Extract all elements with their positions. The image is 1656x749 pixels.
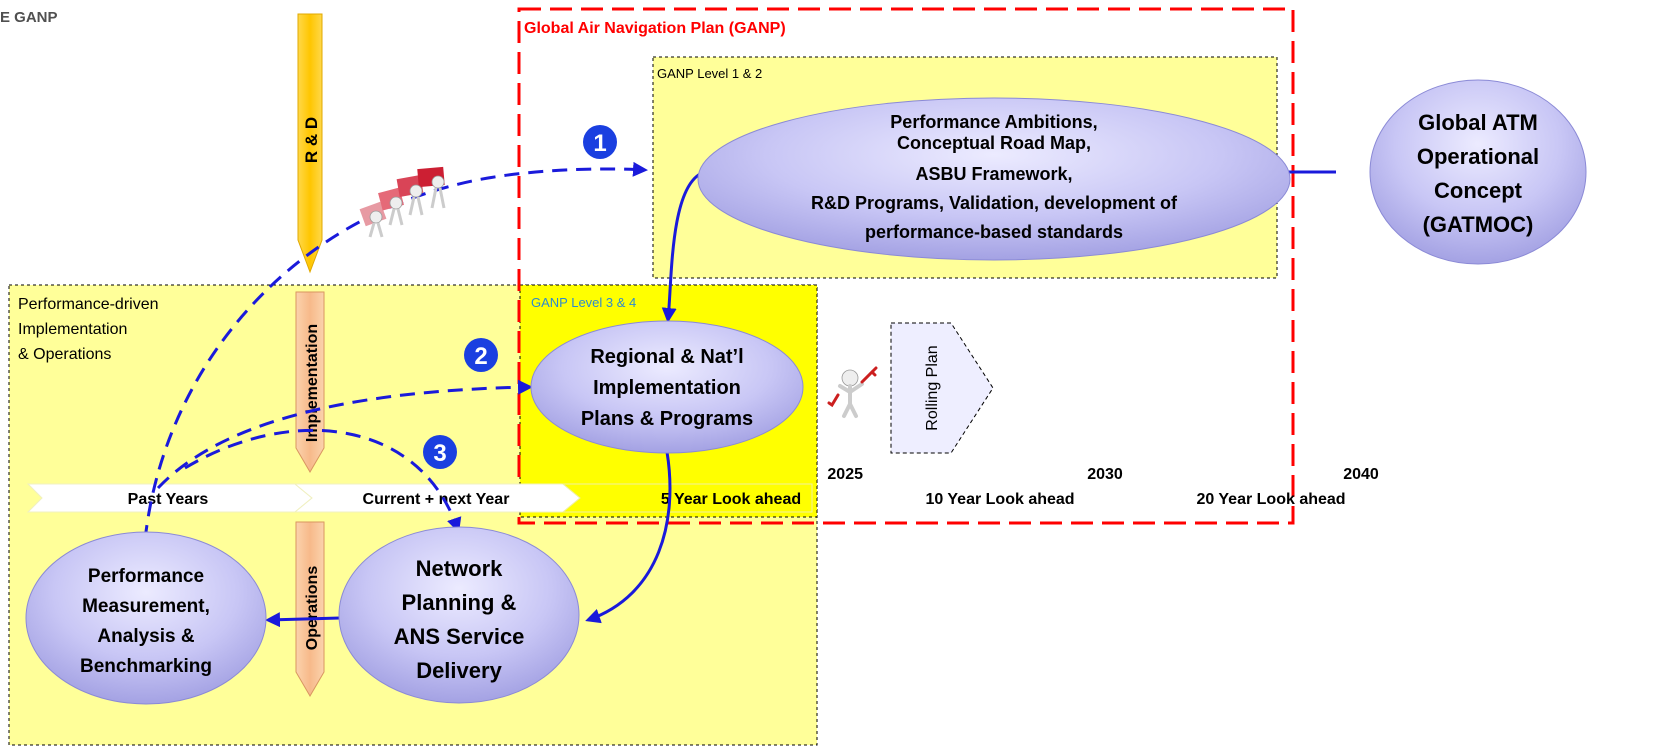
ganp-level-34-label: GANP Level 3 & 4 (531, 295, 636, 310)
header-title: E GANP (0, 9, 58, 26)
rolling-plan-label: Rolling Plan (924, 345, 941, 430)
gatmoc-line-2: Operational (1417, 144, 1539, 169)
badge-3: 3 (423, 435, 457, 469)
arrow-regional-to-network (585, 451, 672, 624)
year-2030: 2030 (1087, 466, 1123, 483)
arrow-network-to-measurement (265, 612, 341, 628)
measurement-line-4: Benchmarking (80, 656, 212, 677)
gatmoc-line-3: Concept (1434, 178, 1523, 203)
flow-curve-1 (143, 161, 648, 541)
performance-region-label-1: Performance-driven (18, 296, 159, 313)
flow-curve-3 (184, 428, 462, 533)
rolling-plan-shape (890, 322, 994, 454)
measurement-line-1: Performance (88, 566, 204, 587)
measurement-line-2: Measurement, (82, 596, 210, 617)
operations-arrow-label: Operations (304, 566, 321, 651)
ambitions-line-5: performance-based standards (865, 222, 1123, 242)
badge-1: 1 (583, 125, 617, 159)
ambitions-line-2: Conceptual Road Map, (897, 133, 1091, 153)
ellipse-regional-plans (530, 320, 804, 454)
regional-line-2: Implementation (593, 377, 741, 399)
timeline-label-past: Past Years (128, 491, 209, 508)
ellipse-gatmoc (1369, 79, 1587, 265)
badge-3-label: 3 (433, 440, 446, 467)
ambitions-line-1: Performance Ambitions, (890, 112, 1097, 132)
network-line-1: Network (416, 556, 504, 581)
flow-curve-2 (156, 379, 533, 490)
measurement-line-3: Analysis & (97, 626, 194, 647)
regional-line-1: Regional & Nat’l (590, 346, 743, 368)
year-2040: 2040 (1343, 466, 1379, 483)
timeline-label-20yr: 20 Year Look ahead (1196, 491, 1345, 508)
timeline-label-10yr: 10 Year Look ahead (925, 491, 1074, 508)
worker-with-wrench-icon (827, 366, 878, 418)
ellipse-performance-ambitions (697, 97, 1291, 261)
badge-2: 2 (464, 338, 498, 372)
timeline-segment-5yr (561, 483, 813, 513)
performance-region-label-3: & Operations (18, 346, 111, 363)
implementation-arrow-label: Implementation (304, 324, 321, 442)
operations-arrow (295, 521, 325, 697)
rd-arrow (297, 13, 323, 274)
ganp-title: Global Air Navigation Plan (GANP) (524, 20, 786, 37)
ellipse-network-planning (338, 526, 580, 704)
implementation-arrow (295, 291, 325, 473)
network-line-3: ANS Service (394, 624, 525, 649)
badge-2-label: 2 (474, 343, 487, 370)
badge-1-label: 1 (593, 130, 606, 157)
ambitions-line-4: R&D Programs, Validation, development of (811, 193, 1178, 213)
year-2025: 2025 (827, 466, 863, 483)
gatmoc-line-4: (GATMOC) (1423, 212, 1534, 237)
arrow-ambitions-to-regional (661, 172, 701, 323)
ganp-border (517, 7, 1295, 525)
regional-line-3: Plans & Programs (581, 408, 753, 430)
network-line-4: Delivery (416, 658, 502, 683)
timeline-label-current: Current + next Year (363, 491, 510, 508)
gatmoc-line-1: Global ATM (1418, 110, 1538, 135)
performance-region-label-2: Implementation (18, 321, 127, 338)
ganp-level-12-label: GANP Level 1 & 2 (657, 66, 762, 81)
teamwork-figures-icon (359, 166, 446, 238)
ambitions-line-3: ASBU Framework, (915, 164, 1072, 184)
timeline-label-5yr: 5 Year Look ahead (661, 491, 801, 508)
rd-arrow-label: R & D (302, 117, 321, 163)
network-line-2: Planning & (402, 590, 517, 615)
timeline: Past Years Current + next Year 5 Year Lo… (26, 466, 1379, 513)
ellipse-performance-measurement (25, 531, 267, 705)
